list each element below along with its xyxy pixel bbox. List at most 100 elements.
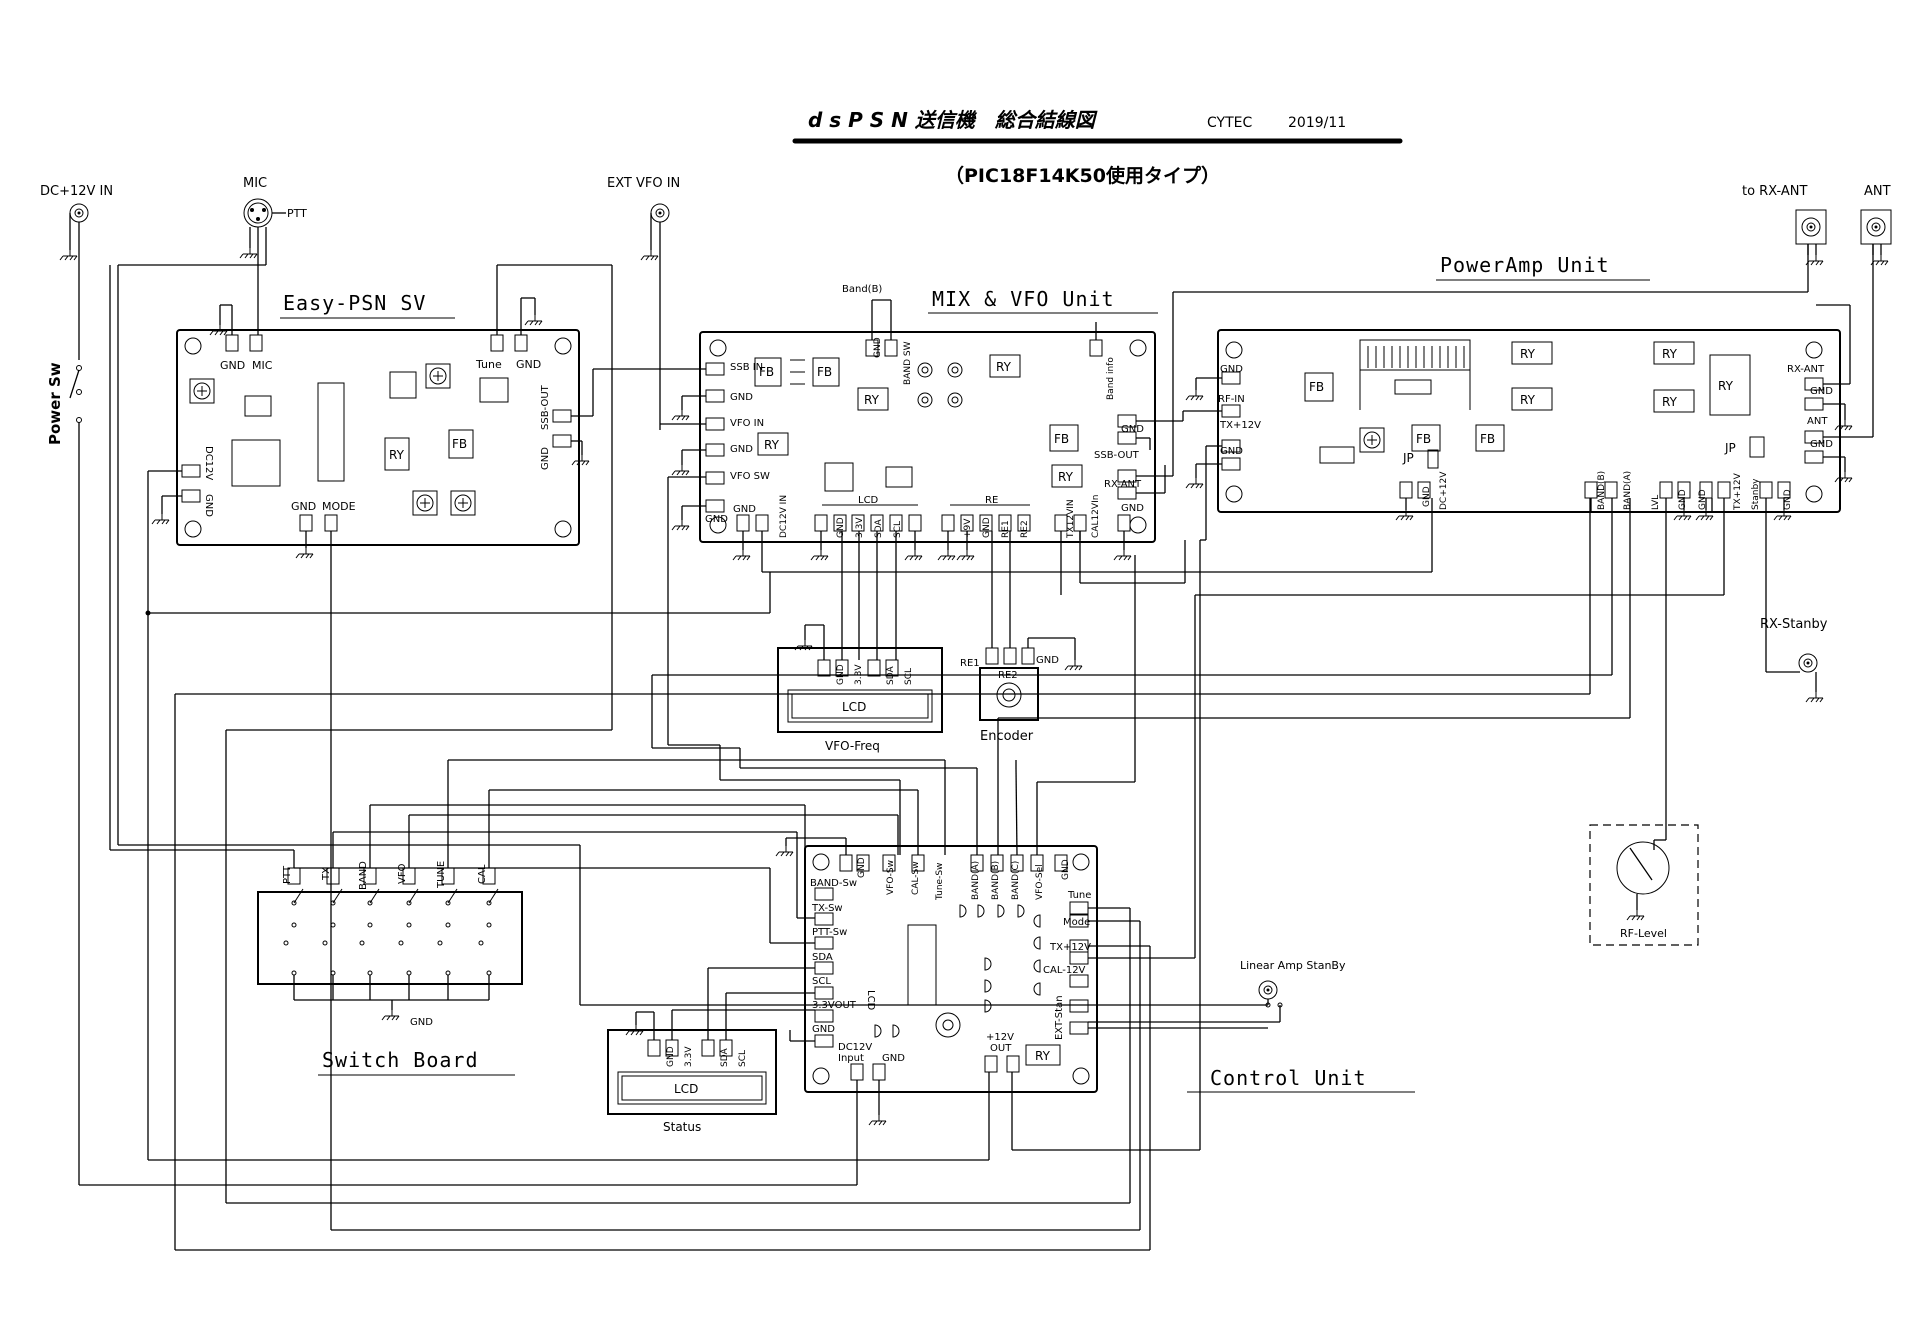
title-block: d s P S N 送信機 総合結線図 CYTEC 2019/11 （PIC18…: [792, 108, 1403, 187]
cu-out12: +12V: [986, 1032, 1014, 1043]
mix-fb1: FB: [759, 365, 774, 379]
pa-banda-label: BAND(A): [1623, 471, 1633, 510]
vfo-scl: SCL: [904, 668, 914, 685]
control-unit: GND VFO-Sw CAL-Sw Tune-Sw BAND(A) BAND(B…: [775, 837, 1415, 1126]
mix-rxant-label: RX-ANT: [1104, 479, 1142, 490]
ext-vfo-label: EXT VFO IN: [607, 176, 680, 191]
mix-lcd-gnd: GND: [836, 517, 846, 538]
pa-rxant-label: RX-ANT: [1787, 364, 1825, 375]
mix-gnd-r2: GND: [1121, 503, 1144, 514]
mix-ry4: RY: [1058, 470, 1074, 484]
mix-re-label: RE: [985, 495, 998, 506]
easy-gnd5-label: GND: [291, 500, 316, 513]
mix-cal12vin-label: CAL12VIn: [1091, 495, 1101, 538]
mix-fb3: FB: [1054, 432, 1069, 446]
cu-left-scl: SCL: [812, 976, 831, 987]
vfo-freq-lcd: LCD GND 3.3V SDA SCL VFO-Freq: [777, 624, 943, 753]
cu-right-mode: Mode: [1063, 917, 1090, 928]
mix-gnd-top: GND: [873, 337, 883, 358]
cu-top-gnd: GND: [857, 857, 867, 878]
linear-stanby-label: Linear Amp StanBy: [1240, 959, 1346, 972]
mix-vfo-title: MIX & VFO Unit: [932, 287, 1115, 311]
pa-gnd-b4: GND: [1783, 489, 1793, 510]
cu-out: OUT: [990, 1043, 1012, 1054]
cu-top-banda: BAND(A): [971, 861, 981, 900]
cu-left-bandsw: BAND-Sw: [810, 878, 857, 889]
pa-gnd-r1: GND: [1810, 386, 1833, 397]
mix-gnd-b1: GND: [733, 504, 756, 515]
mix-fb2: FB: [817, 365, 832, 379]
linear-stanby-jack: Linear Amp StanBy: [1240, 959, 1346, 1008]
ext-vfo-jack: EXT VFO IN: [607, 176, 680, 430]
power-sw-label: Power Sw: [46, 362, 64, 445]
cu-top-tunesw: Tune-Sw: [935, 863, 945, 901]
pa-ry2: RY: [1520, 393, 1536, 407]
vfo-freq-title: VFO-Freq: [825, 739, 880, 753]
vfo-33v: 3.3V: [854, 664, 864, 685]
easy-psn-board: Easy-PSN SV GND MIC Tune GND SSB-OUT GND…: [151, 291, 580, 559]
pa-rfin-label: RF-IN: [1218, 394, 1245, 405]
cu-top-calsw: CAL-Sw: [911, 861, 921, 895]
cu-left-txsw: TX-Sw: [811, 903, 843, 914]
mix-vfoin-label: VFO IN: [730, 418, 764, 429]
cu-top-gnd2: GND: [1061, 859, 1071, 880]
mix-tx12vin-label: TX12VIN: [1066, 499, 1076, 539]
mix-re-gnd: GND: [982, 517, 992, 538]
cu-lcd-label: LCD: [865, 990, 876, 1011]
mix-ssbin-label: SSB IN: [730, 362, 763, 373]
pa-gnd-b1: GND: [1422, 486, 1432, 507]
easy-dc12v-label: DC12V: [203, 446, 214, 480]
power-amp-title: PowerAmp Unit: [1440, 253, 1610, 277]
easy-gnd4-label: GND: [203, 494, 214, 517]
rf-level-meter: RF-Level: [1589, 824, 1699, 946]
status-title: Status: [663, 1120, 701, 1134]
pa-ry4: RY: [1662, 395, 1678, 409]
rx-stanby-jack: RX-Stanby: [1760, 617, 1828, 703]
status-gnd: GND: [666, 1046, 676, 1067]
mix-gnd-r1: GND: [1121, 424, 1144, 435]
switch-board-title: Switch Board: [322, 1048, 479, 1072]
ptt-label: PTT: [287, 207, 307, 220]
pa-ry3: RY: [1662, 347, 1678, 361]
easy-fb: FB: [452, 437, 467, 451]
mix-lcd-33v: 3.3V: [855, 517, 865, 538]
mix-lcd-label: LCD: [858, 495, 879, 506]
mic-connector: MIC PTT: [239, 176, 307, 335]
easy-ssbout-label: SSB-OUT: [540, 384, 551, 430]
mix-re1-label: RE1: [1001, 520, 1011, 538]
sb-cal: CAL: [477, 864, 488, 884]
mix-bandb-label: Band(B): [842, 284, 882, 295]
pa-dc12v-label: DC+12V: [1439, 471, 1449, 510]
pa-gnd-b2: GND: [1678, 489, 1688, 510]
control-unit-title: Control Unit: [1210, 1066, 1367, 1090]
cu-right-cal12: CAL-12V: [1043, 965, 1086, 976]
title-maker: CYTEC: [1207, 115, 1252, 131]
mix-ry2: RY: [996, 360, 1012, 374]
dc-in-label: DC+12V IN: [40, 184, 113, 199]
cu-top-bandc: BAND(C): [1011, 861, 1021, 900]
enc-gnd: GND: [1036, 655, 1059, 666]
cu-gnd-b: GND: [882, 1053, 905, 1064]
status-sda: SDA: [720, 1048, 730, 1067]
pa-ant-label: ANT: [1807, 416, 1828, 427]
pa-gnd-1: GND: [1220, 364, 1243, 375]
cu-left-pttsw: PTT-Sw: [812, 927, 847, 938]
pa-fb2: FB: [1416, 432, 1431, 446]
cu-top-vfosel: VFO-Sel: [1035, 864, 1045, 900]
wiring-lines: [79, 244, 1874, 1251]
cu-right-tune: Tune: [1067, 890, 1091, 901]
vfo-lcd-label: LCD: [842, 700, 866, 714]
sb-gnd: GND: [410, 1017, 433, 1028]
mix-ssbout-label: SSB-OUT: [1094, 450, 1140, 461]
title-date: 2019/11: [1288, 115, 1346, 131]
cu-ry: RY: [1035, 1049, 1051, 1063]
pa-jp2: JP: [1724, 441, 1736, 455]
mix-gnd-l3: GND: [705, 514, 728, 525]
power-amp-board: PowerAmp Unit GND RF-IN TX+12V GND FB FB…: [1185, 253, 1853, 521]
pa-gnd-b3: GND: [1698, 489, 1708, 510]
pa-fb3: FB: [1480, 432, 1495, 446]
mix-gnd-l2: GND: [730, 444, 753, 455]
mix-bandinfo-label: Band info: [1106, 357, 1116, 400]
dc-in-jack: DC+12V IN: [40, 184, 113, 360]
pa-ry5: RY: [1718, 379, 1734, 393]
